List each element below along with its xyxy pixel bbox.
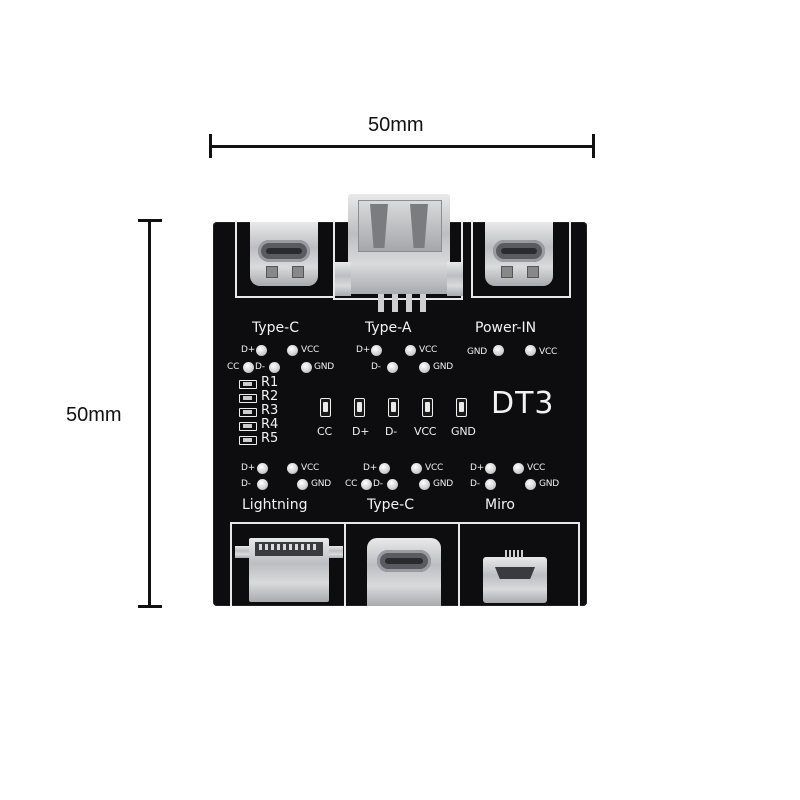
led-label: D- (385, 425, 398, 438)
led-gnd (456, 398, 467, 417)
resistor-r5 (239, 436, 257, 445)
test-pad (269, 362, 280, 373)
test-pad (287, 345, 298, 356)
resistor-r2 (239, 394, 257, 403)
pin-label: VCC (419, 345, 438, 355)
pcb-board: Type-C Type-A Power-IN D+ VCC CC D- GND … (213, 194, 587, 606)
test-pad (301, 362, 312, 373)
frame-divider (458, 522, 460, 606)
test-pad (411, 463, 422, 474)
pin-label: D- (241, 479, 251, 489)
lightning-tab (235, 546, 249, 558)
led-label: GND (451, 425, 476, 438)
test-pad (525, 345, 536, 356)
pin-label: D+ (241, 463, 256, 473)
board-model: DT3 (491, 386, 555, 421)
type-a-tab-right (447, 262, 463, 296)
test-pad (257, 463, 268, 474)
pin-label: GND (539, 479, 560, 489)
pin-label: GND (433, 362, 454, 372)
type-a-connector (348, 194, 450, 294)
pin-label: D- (470, 479, 480, 489)
test-pad (387, 479, 398, 490)
test-pad (493, 345, 504, 356)
type-a-frame (333, 220, 463, 300)
test-pad (379, 463, 390, 474)
lightning-tab (329, 546, 343, 558)
type-a-tab-left (335, 262, 351, 296)
pin-label: CC (227, 362, 240, 372)
micro-usb-pins (505, 550, 525, 558)
pin-label: VCC (539, 347, 558, 357)
pin-label: CC (345, 479, 358, 489)
resistor-r4 (239, 422, 257, 431)
led-cc (320, 398, 331, 417)
pin-label: D+ (241, 345, 256, 355)
pin-label: D- (255, 362, 265, 372)
test-pad (297, 479, 308, 490)
resistor-r3 (239, 408, 257, 417)
lightning-connector (249, 538, 329, 602)
micro-usb-connector (483, 557, 547, 603)
test-pad (371, 345, 382, 356)
test-pad (525, 479, 536, 490)
power-in-connector (485, 222, 553, 286)
resistor-label: R2 (261, 389, 279, 404)
test-pad (513, 463, 524, 474)
width-label: 50mm (368, 114, 424, 136)
label-power-in: Power-IN (475, 320, 537, 336)
led-vcc (422, 398, 433, 417)
pin-label: GND (467, 347, 488, 357)
test-pad (405, 345, 416, 356)
led-dp (354, 398, 365, 417)
pin-label: VCC (301, 345, 320, 355)
pin-label: D+ (356, 345, 371, 355)
resistor-label: R5 (261, 431, 279, 446)
type-c-bottom-connector (367, 538, 441, 606)
led-label: CC (317, 425, 332, 438)
resistor-r1 (239, 380, 257, 389)
pin-label: D- (373, 479, 383, 489)
test-pad (419, 362, 430, 373)
label-type-c-bottom: Type-C (367, 497, 414, 513)
test-pad (485, 479, 496, 490)
resistor-label: R1 (261, 375, 279, 390)
test-pad (387, 362, 398, 373)
pin-label: GND (433, 479, 454, 489)
test-pad (256, 345, 267, 356)
test-pad (287, 463, 298, 474)
pin-label: D+ (363, 463, 378, 473)
led-label: D+ (352, 425, 370, 438)
test-pad (257, 479, 268, 490)
label-type-a: Type-A (365, 320, 412, 336)
pin-label: GND (314, 362, 335, 372)
test-pad (419, 479, 430, 490)
pin-label: VCC (425, 463, 444, 473)
led-label: VCC (414, 425, 437, 438)
type-c-top-connector (250, 222, 318, 286)
height-label: 50mm (66, 404, 122, 426)
type-a-pins (378, 294, 426, 316)
pin-label: D- (371, 362, 381, 372)
label-lightning: Lightning (242, 497, 308, 513)
power-in-frame (471, 220, 571, 298)
pin-label: GND (311, 479, 332, 489)
resistor-label: R4 (261, 417, 279, 432)
resistor-label: R3 (261, 403, 279, 418)
led-dm (388, 398, 399, 417)
bottom-connector-frame (230, 522, 580, 606)
test-pad (361, 479, 372, 490)
pin-label: VCC (527, 463, 546, 473)
label-miro: Miro (485, 497, 515, 513)
pin-label: D+ (470, 463, 485, 473)
label-type-c-top: Type-C (252, 320, 299, 336)
frame-divider (344, 522, 346, 606)
test-pad (243, 362, 254, 373)
test-pad (485, 463, 496, 474)
pin-label: VCC (301, 463, 320, 473)
